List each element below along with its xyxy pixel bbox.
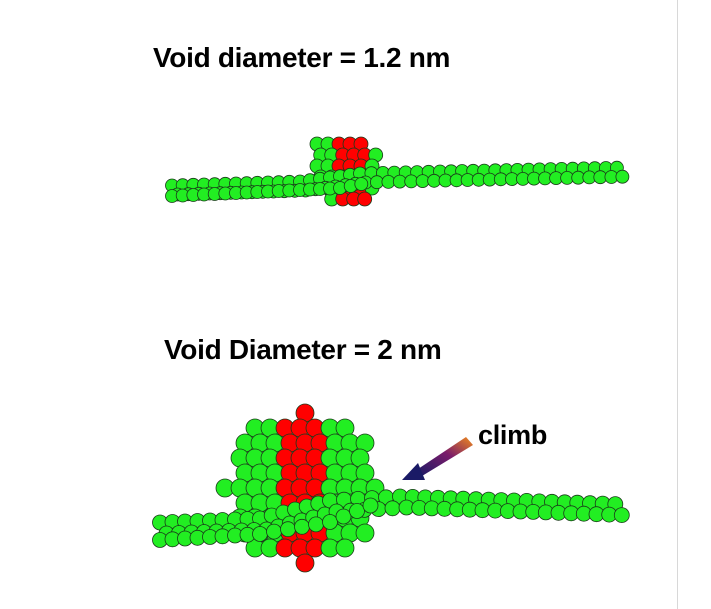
dislocation-atom [354, 177, 369, 191]
divider [677, 0, 678, 609]
dislocation-atom [252, 526, 268, 542]
dislocation-atom [280, 521, 296, 538]
dislocation-atom [384, 500, 401, 517]
panel-title-bottom: Void Diameter = 2 nm [164, 334, 442, 365]
climb-label: climb [478, 420, 548, 450]
dislocation-atom [362, 497, 379, 514]
dislocation-atom [308, 516, 324, 533]
void-atom [295, 553, 315, 573]
void-atom [357, 191, 373, 207]
dislocation-atom [369, 175, 384, 190]
top-panel-atoms [165, 136, 630, 207]
dislocation-atom [613, 507, 630, 523]
dislocation-atom [266, 523, 282, 540]
dislocation-atom [322, 514, 338, 530]
dislocation-atom [355, 523, 375, 543]
dislocation-atom [615, 169, 630, 184]
dislocation-atom [294, 518, 310, 535]
dislocation-atom [415, 174, 430, 189]
bottom-panel-atoms [152, 403, 630, 573]
dislocation-atom [335, 508, 352, 525]
dislocation-atom [335, 538, 355, 558]
panel-title-top: Void diameter = 1.2 nm [153, 42, 451, 73]
arrow-icon [402, 437, 473, 480]
dislocation-atom [349, 503, 365, 519]
